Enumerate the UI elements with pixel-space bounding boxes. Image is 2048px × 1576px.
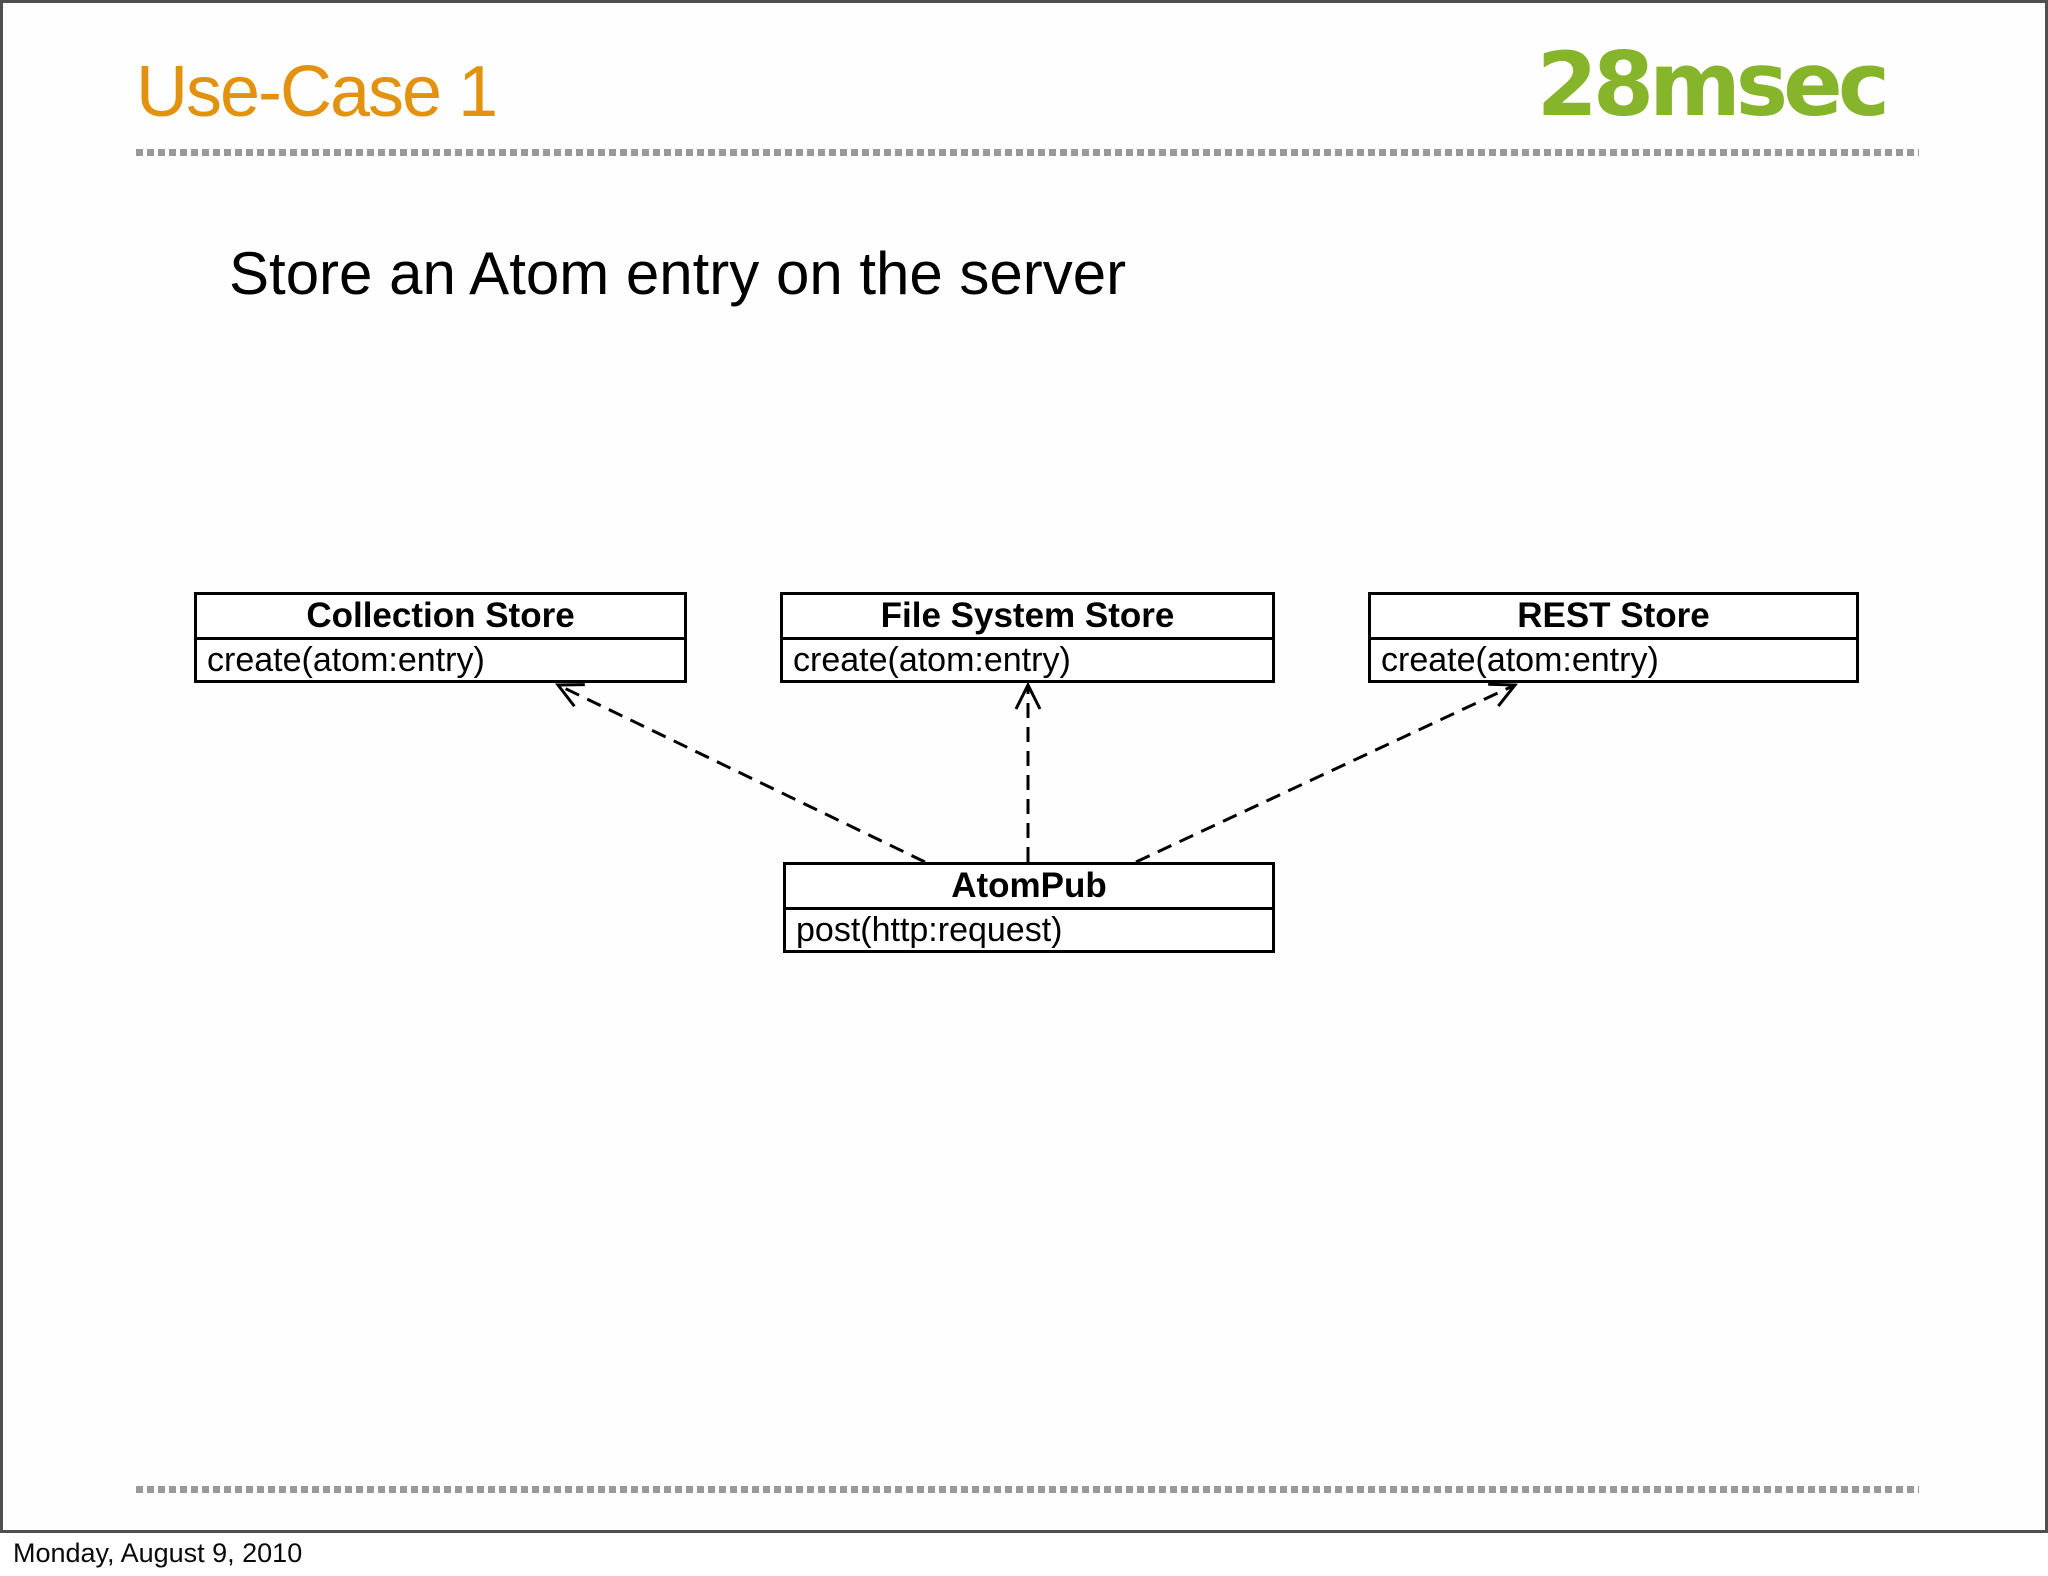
uml-class-operation: post(http:request) bbox=[796, 911, 1063, 949]
uml-class-collection-store: Collection Store create(atom:entry) bbox=[194, 592, 687, 683]
edge-atompub-to-collection-store bbox=[554, 683, 926, 864]
uml-class-title: File System Store bbox=[783, 595, 1272, 640]
slide-title: Use-Case 1 bbox=[136, 52, 498, 132]
slide-frame: Use-Case 1 28msec Store an Atom entry on… bbox=[0, 0, 2048, 1533]
uml-class-title: REST Store bbox=[1371, 595, 1856, 640]
uml-class-title: AtomPub bbox=[786, 865, 1272, 910]
edge-atompub-to-rest-store bbox=[1135, 682, 1519, 864]
slide-subtitle: Store an Atom entry on the server bbox=[229, 240, 1127, 307]
uml-class-rest-store: REST Store create(atom:entry) bbox=[1368, 592, 1859, 683]
uml-class-atompub: AtomPub post(http:request) bbox=[783, 862, 1275, 953]
dotted-rule-top bbox=[136, 149, 1919, 156]
uml-class-file-system-store: File System Store create(atom:entry) bbox=[780, 592, 1275, 683]
uml-class-operation: create(atom:entry) bbox=[793, 641, 1071, 679]
uml-class-operation: create(atom:entry) bbox=[1381, 641, 1659, 679]
dotted-rule-bottom bbox=[136, 1486, 1919, 1493]
slide-date: Monday, August 9, 2010 bbox=[13, 1538, 303, 1568]
logo-28msec: 28msec bbox=[1536, 33, 1890, 136]
uml-class-title: Collection Store bbox=[197, 595, 684, 640]
uml-class-operation: create(atom:entry) bbox=[207, 641, 485, 679]
